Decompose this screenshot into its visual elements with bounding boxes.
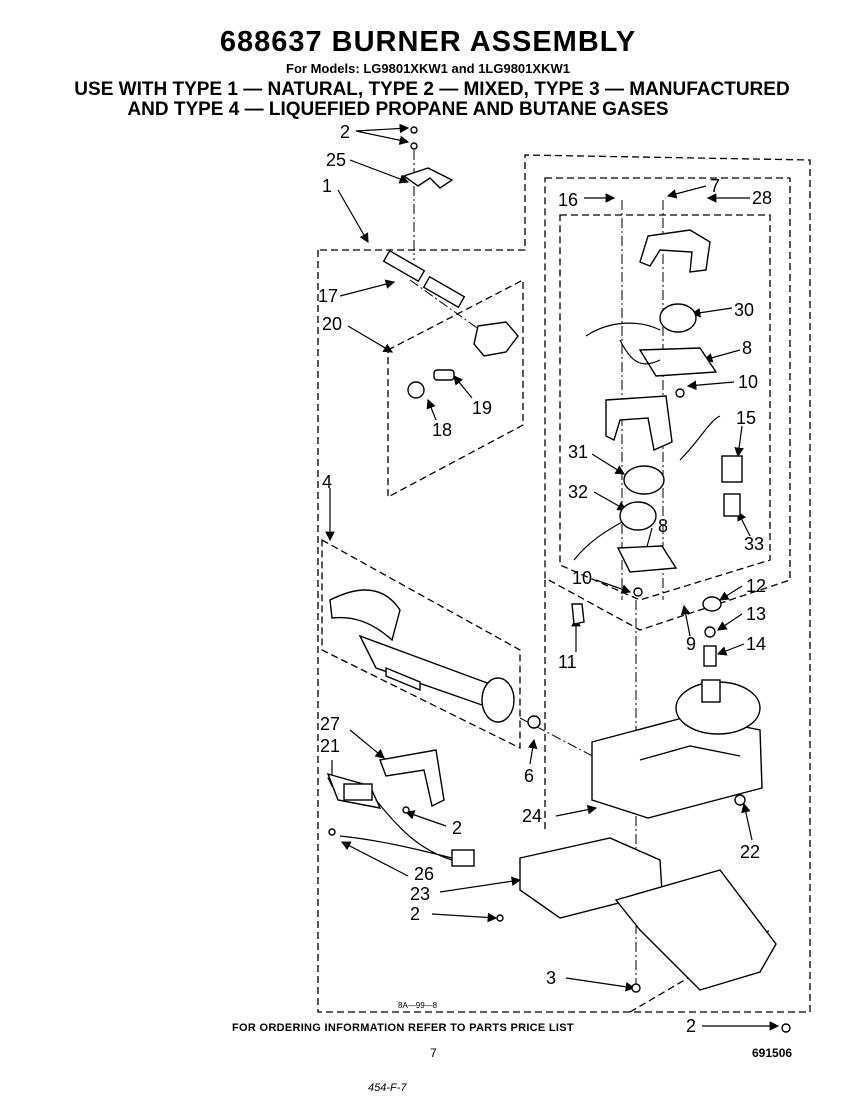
callout-9: 9 <box>686 634 696 654</box>
callout-27: 27 <box>320 714 340 734</box>
screw-icon <box>328 828 336 836</box>
plug-22 <box>734 794 746 806</box>
bracket-27 <box>379 749 445 808</box>
coil-31 <box>623 465 665 495</box>
callout-30: 30 <box>734 300 754 320</box>
connector-33 <box>723 493 741 517</box>
burner-tube <box>358 634 504 714</box>
valve-cap <box>701 679 721 703</box>
wire-connector-26 <box>451 849 475 867</box>
screw-icon <box>410 142 418 150</box>
callout-31: 31 <box>568 442 588 462</box>
callout-6: 6 <box>524 766 534 786</box>
screw-icon <box>781 1023 791 1033</box>
callout-8: 8 <box>658 516 668 536</box>
coil-bracket-lower <box>605 395 673 451</box>
callout-10: 10 <box>572 568 592 588</box>
callout-2: 2 <box>340 122 350 142</box>
callout-14: 14 <box>746 634 766 654</box>
part-13 <box>704 626 716 638</box>
callout-24: 24 <box>522 806 542 826</box>
burner-tube-slot <box>385 666 421 692</box>
fitting-6 <box>527 715 541 729</box>
callout-20: 20 <box>322 314 342 334</box>
callout-10: 10 <box>738 372 758 392</box>
leader-lines <box>325 123 780 1031</box>
document-number: 691506 <box>752 1046 793 1060</box>
page-number: 7 <box>430 1046 437 1060</box>
connector-15 <box>721 455 743 483</box>
callout-2: 2 <box>452 818 462 838</box>
plate-8-upper <box>638 347 718 377</box>
screw-icon <box>631 983 641 993</box>
page-title: 688637 BURNER ASSEMBLY <box>219 26 637 58</box>
callout-4: 4 <box>322 472 332 492</box>
callout-15: 15 <box>736 408 756 428</box>
wire-leads <box>339 322 721 861</box>
screw-icon <box>410 126 418 134</box>
drawing-code: 8A—99—8 <box>398 1001 438 1010</box>
coil-bracket <box>639 229 711 273</box>
callout-28: 28 <box>752 188 772 208</box>
callout-2: 2 <box>410 904 420 924</box>
callout-12: 12 <box>746 576 766 596</box>
callout-22: 22 <box>740 842 760 862</box>
nut-fitting <box>407 381 425 399</box>
callout-33: 33 <box>744 534 764 554</box>
burner-hood <box>329 589 401 642</box>
callout-17: 17 <box>318 286 338 306</box>
callout-23: 23 <box>410 884 430 904</box>
callout-21: 21 <box>320 736 340 756</box>
screw-icon <box>496 914 504 922</box>
callout-19: 19 <box>472 398 492 418</box>
callout-25: 25 <box>326 150 346 170</box>
cap-12 <box>702 596 722 612</box>
models-line: For Models: LG9801XKW1 and 1LG9801XKW1 <box>286 61 570 76</box>
handwritten-note: 454-F-7 <box>368 1082 407 1094</box>
coil-32 <box>619 501 657 531</box>
callout-7: 7 <box>710 176 720 196</box>
callout-32: 32 <box>568 482 588 502</box>
callout-16: 16 <box>558 190 578 210</box>
usage-line-2: AND TYPE 4 — LIQUEFIED PROPANE AND BUTAN… <box>127 99 669 120</box>
parts-drawings <box>326 126 791 1033</box>
callout-2: 2 <box>686 1016 696 1036</box>
ordering-note: FOR ORDERING INFORMATION REFER TO PARTS … <box>232 1022 574 1034</box>
orifice-fitting <box>433 369 455 381</box>
callout-labels: 2 25 1 17 20 18 19 4 16 7 28 30 8 10 15 … <box>318 122 772 1036</box>
tube-connector <box>382 249 426 283</box>
callout-13: 13 <box>746 604 766 624</box>
callout-26: 26 <box>414 864 434 884</box>
plug-11 <box>571 603 585 625</box>
callout-11: 11 <box>558 652 577 672</box>
callout-3: 3 <box>546 968 556 988</box>
coil-30 <box>659 303 697 333</box>
washer-10 <box>675 388 685 398</box>
callout-8: 8 <box>742 338 752 358</box>
callout-18: 18 <box>432 420 452 440</box>
screw-icon <box>402 806 410 814</box>
clamp-bracket <box>402 167 454 189</box>
washer-10-lower <box>633 587 643 597</box>
igniter-21-block <box>343 783 373 801</box>
valve-fitting <box>473 321 519 357</box>
usage-line-1: USE WITH TYPE 1 — NATURAL, TYPE 2 — MIXE… <box>74 79 790 100</box>
plate-8-lower <box>616 545 678 573</box>
burner-tube-end <box>481 677 515 723</box>
callout-1: 1 <box>322 176 332 196</box>
tube-connector <box>422 275 466 309</box>
spring-14 <box>703 645 717 667</box>
support-24 <box>614 869 777 991</box>
